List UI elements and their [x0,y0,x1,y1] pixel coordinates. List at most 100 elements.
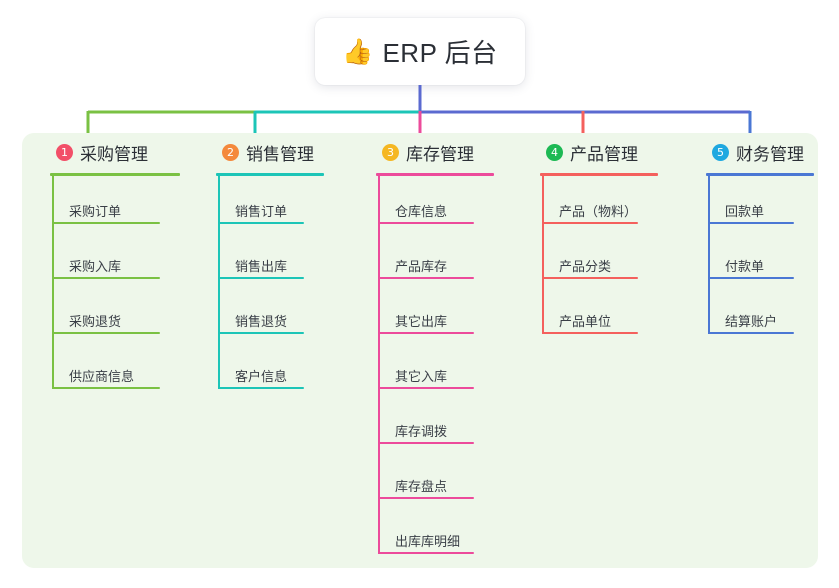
column-index-badge: 1 [56,143,73,161]
menu-item[interactable]: 库存盘点 [366,451,506,506]
menu-item-label: 供应商信息 [69,369,135,384]
column-stem [218,176,220,389]
menu-item[interactable]: 库存调拨 [366,396,506,451]
menu-item[interactable]: 付款单 [696,231,826,286]
menu-item[interactable]: 结算账户 [696,286,826,341]
column-title: 采购管理 [80,144,148,164]
column-产品管理: 4 产品管理产品（物料） 产品分类产品单位 [530,133,670,341]
column-stem [542,176,544,334]
column-采购管理: 1 采购管理采购订单采购入库采购退货供应商信息 [40,133,192,396]
menu-item[interactable]: 产品单位 [530,286,670,341]
menu-item-label: 产品分类 [559,259,612,274]
menu-item-label: 销售订单 [235,204,288,219]
column-rule [540,173,658,176]
menu-item-label: 仓库信息 [395,204,448,219]
menu-item[interactable]: 销售订单 [206,176,336,231]
column-header-3[interactable]: 3 库存管理 [366,133,506,171]
column-index-badge: 4 [546,143,563,161]
menu-item-label: 结算账户 [725,314,778,329]
menu-item[interactable]: 其它出库 [366,286,506,341]
column-index-badge: 2 [222,143,239,161]
menu-item[interactable]: 客户信息 [206,341,336,396]
menu-item-label: 付款单 [725,259,765,274]
menu-item-label: 销售退货 [235,314,288,329]
menu-item-label: 出库库明细 [395,534,461,549]
menu-item-underline [378,387,474,389]
column-container: 1 采购管理采购订单采购入库采购退货供应商信息 2 销售管理销售订单销售出库销售退货客… [22,133,818,568]
column-title: 产品管理 [570,144,638,164]
menu-item[interactable]: 采购退货 [40,286,192,341]
menu-item-underline [378,332,474,334]
column-header-1[interactable]: 1 采购管理 [40,133,192,171]
column-财务管理: 5 财务管理回款单付款单结算账户 [696,133,826,341]
menu-item[interactable]: 采购入库 [40,231,192,286]
column-rule [376,173,494,176]
column-items: 回款单付款单结算账户 [696,176,826,341]
column-stem [378,176,380,554]
menu-item-underline [378,442,474,444]
menu-item-underline [378,277,474,279]
menu-item-label: 其它入库 [395,369,448,384]
column-title: 财务管理 [736,144,804,164]
column-销售管理: 2 销售管理销售订单销售出库销售退货客户信息 [206,133,336,396]
column-items: 销售订单销售出库销售退货客户信息 [206,176,336,396]
menu-item-label: 采购订单 [69,204,122,219]
thumbs-up-icon: 👍 [342,38,374,66]
column-stem [708,176,710,334]
column-rule [706,173,814,176]
menu-item-label: 产品单位 [559,314,612,329]
root-title-inner: 👍 ERP 后台 [342,33,497,70]
menu-item-label: 采购退货 [69,314,122,329]
column-title: 销售管理 [246,144,314,164]
column-index-badge: 3 [382,143,399,161]
menu-item-label: 产品（物料） [559,204,638,219]
menu-item-label: 库存盘点 [395,479,448,494]
menu-item-underline [218,277,304,279]
menu-item[interactable]: 其它入库 [366,341,506,396]
column-rule [50,173,180,176]
menu-item[interactable]: 仓库信息 [366,176,506,231]
menu-item-label: 销售出库 [235,259,288,274]
menu-item-underline [52,332,160,334]
page-title: ERP 后台 [382,38,498,68]
menu-item-underline [708,277,794,279]
column-title: 库存管理 [406,144,474,164]
menu-item-label: 回款单 [725,204,765,219]
menu-item-underline [378,222,474,224]
column-index-badge: 5 [712,143,729,161]
menu-item-underline [542,277,638,279]
menu-item-underline [542,222,638,224]
column-stem [52,176,54,389]
menu-item[interactable]: 回款单 [696,176,826,231]
column-items: 采购订单采购入库采购退货供应商信息 [40,176,192,396]
menu-item-label: 库存调拨 [395,424,448,439]
menu-item-underline [542,332,638,334]
root-title-card[interactable]: 👍 ERP 后台 [315,18,525,85]
menu-item-underline [52,277,160,279]
mindmap-panel [22,133,818,568]
menu-item[interactable]: 销售退货 [206,286,336,341]
menu-item-underline [52,387,160,389]
menu-item-underline [52,222,160,224]
menu-item[interactable]: 出库库明细 [366,506,506,561]
menu-item-underline [378,497,474,499]
menu-item-underline [218,222,304,224]
menu-item[interactable]: 产品库存 [366,231,506,286]
menu-item-underline [218,332,304,334]
menu-item[interactable]: 销售出库 [206,231,336,286]
column-header-2[interactable]: 2 销售管理 [206,133,336,171]
column-header-5[interactable]: 5 财务管理 [696,133,826,171]
column-header-4[interactable]: 4 产品管理 [530,133,670,171]
menu-item[interactable]: 采购订单 [40,176,192,231]
column-库存管理: 3 库存管理仓库信息产品库存其它出库其它入库库存调拨库存盘点出库库明细 [366,133,506,561]
menu-item-label: 客户信息 [235,369,288,384]
menu-item[interactable]: 产品（物料） [530,176,670,231]
menu-item-label: 产品库存 [395,259,448,274]
menu-item[interactable]: 产品分类 [530,231,670,286]
menu-item-label: 采购入库 [69,259,122,274]
menu-item[interactable]: 供应商信息 [40,341,192,396]
column-items: 产品（物料） 产品分类产品单位 [530,176,670,341]
menu-item-underline [218,387,304,389]
column-rule [216,173,324,176]
